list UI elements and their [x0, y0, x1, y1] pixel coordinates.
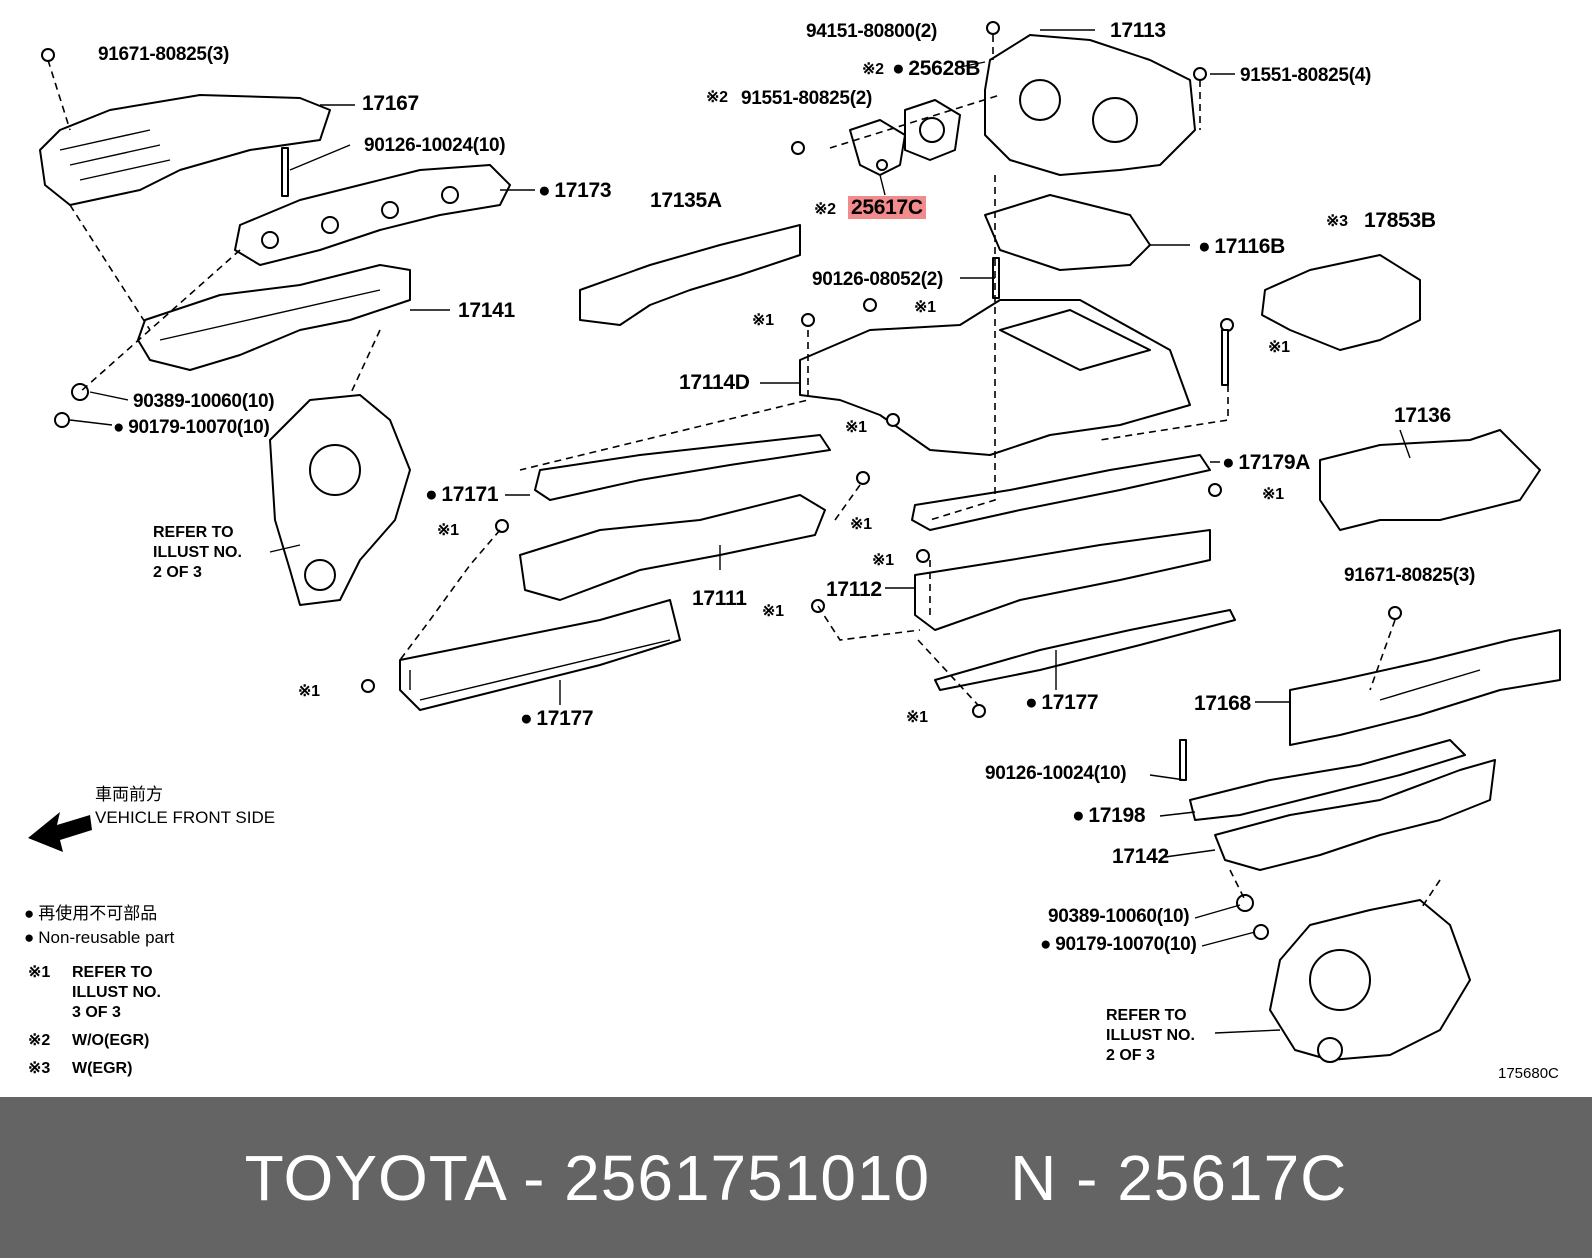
- label-17114D: 17114D: [679, 371, 750, 394]
- label-17142: 17142: [1112, 845, 1169, 868]
- mark-1-a: ※1: [914, 299, 936, 316]
- gasket-17177-right: [934, 609, 1236, 691]
- mark-1-h: ※1: [872, 552, 894, 569]
- mark-1-j: ※1: [298, 683, 320, 700]
- diagram-drawing: [28, 21, 1561, 1063]
- mark-1-g: ※1: [850, 516, 872, 533]
- label-90179-10070-b: 90179-10070(10): [1040, 935, 1197, 954]
- refer-right-line2: ILLUST NO.: [1106, 1027, 1195, 1044]
- label-17113: 17113: [1110, 19, 1166, 42]
- bracket-17135A: [579, 224, 801, 326]
- label-17179A: 17179A: [1222, 452, 1310, 473]
- leader-lines: [69, 29, 1411, 1034]
- label-17141: 17141: [458, 299, 515, 322]
- label-90126-10024-a: 90126-10024(10): [364, 135, 506, 156]
- label-90389-10060-b: 90389-10060(10): [1048, 906, 1190, 927]
- gasket-17198: [1189, 739, 1466, 821]
- mark-1-f: ※1: [437, 522, 459, 539]
- legend-note2: W/O(EGR): [72, 1032, 150, 1049]
- intake-pipe-17111: [519, 494, 826, 601]
- heat-insulator-17167: [39, 94, 331, 206]
- legend-note1: REFER TO ILLUST NO. 3 OF 3: [72, 963, 161, 1023]
- mark-1-e: ※1: [1262, 486, 1284, 503]
- insulator-17853B: [1261, 254, 1421, 351]
- footer-bar: TOYOTA - 2561751010 N - 25617C: [0, 1097, 1592, 1258]
- label-90126-10024-b: 90126-10024(10): [985, 763, 1127, 784]
- refer-left-line1: REFER TO: [153, 524, 234, 541]
- vehicle-front-en: VEHICLE FRONT SIDE: [95, 808, 276, 827]
- label-94151-80800: 94151-80800(2): [806, 21, 938, 42]
- legend-nonreuse-jp: 再使用不可部品: [24, 904, 157, 924]
- gasket-17179A: [911, 454, 1211, 531]
- refer-right-line1: REFER TO: [1106, 1007, 1187, 1024]
- footer-diagram-number: N - 25617C: [1010, 1141, 1348, 1214]
- label-17136: 17136: [1394, 404, 1451, 427]
- label-25617C-highlighted[interactable]: 25617C: [848, 196, 926, 219]
- legend-nonreuse-en: Non-reusable part: [24, 928, 174, 948]
- label-17111: 17111: [692, 587, 747, 610]
- refer-left-line2: ILLUST NO.: [153, 544, 242, 561]
- label-90389-10060-a: 90389-10060(10): [133, 391, 275, 412]
- exhaust-manifold-17142: [1214, 759, 1496, 871]
- mark-3-17853B: ※3: [1326, 213, 1348, 230]
- gasket-17116B: [984, 194, 1151, 271]
- vehicle-front-arrow: [28, 812, 92, 852]
- footer-part-number: TOYOTA - 2561751010: [244, 1141, 931, 1214]
- illustration-code: 175680C: [1498, 1065, 1559, 1082]
- refer-right-line3: 2 OF 3: [1106, 1047, 1155, 1064]
- label-17177-left: 17177: [520, 708, 593, 729]
- label-17173: 17173: [538, 180, 611, 201]
- refer-note-left: REFER TO ILLUST NO. 2 OF 3: [153, 523, 242, 583]
- throttle-body-17113: [984, 34, 1196, 176]
- gasket-17173: [234, 164, 511, 266]
- label-17171: 17171: [425, 484, 498, 505]
- mark-2-91551: ※2: [706, 89, 728, 106]
- label-17167: 17167: [362, 92, 419, 115]
- label-25628B: 25628B: [892, 58, 980, 79]
- label-17116B: 17116B: [1198, 236, 1285, 257]
- fasteners: [41, 21, 1402, 940]
- refer-left-line3: 2 OF 3: [153, 564, 202, 581]
- label-17853B: 17853B: [1364, 209, 1436, 232]
- legend-note3-mark: ※3: [28, 1060, 51, 1077]
- vehicle-front-jp: 車両前方: [95, 785, 163, 804]
- mark-1-i: ※1: [762, 603, 784, 620]
- egr-cover-25617C: [849, 119, 906, 176]
- insulator-17136: [1319, 429, 1541, 531]
- legend-note1-line3: 3 OF 3: [72, 1004, 121, 1021]
- mark-1-c: ※1: [1268, 339, 1290, 356]
- label-90179-10070-a: 90179-10070(10): [113, 418, 270, 437]
- parts-diagram: 91671-80825(3) 17167 90126-10024(10) 171…: [0, 0, 1592, 1097]
- gasket-17177-left: [399, 599, 681, 711]
- label-17198: 17198: [1072, 805, 1145, 826]
- exhaust-manifold-17141: [137, 264, 411, 371]
- heat-insulator-17168: [1289, 629, 1561, 746]
- legend-note1-line2: ILLUST NO.: [72, 984, 161, 1001]
- turbocharger-left: [269, 394, 411, 606]
- mark-1-d: ※1: [845, 419, 867, 436]
- label-90126-08052: 90126-08052(2): [812, 269, 944, 290]
- mark-2-25628B: ※2: [862, 61, 884, 78]
- legend-note3: W(EGR): [72, 1060, 133, 1077]
- label-17112: 17112: [826, 578, 882, 601]
- gasket-17171: [534, 434, 831, 501]
- mark-2-25617C: ※2: [814, 201, 836, 218]
- label-17168: 17168: [1194, 692, 1251, 715]
- label-91671-80825-a: 91671-80825(3): [98, 44, 230, 65]
- mark-1-k: ※1: [906, 709, 928, 726]
- label-17135A: 17135A: [650, 189, 722, 212]
- intake-pipe-17112: [914, 529, 1211, 631]
- refer-note-right: REFER TO ILLUST NO. 2 OF 3: [1106, 1006, 1195, 1066]
- assembly-lines: [47, 35, 1441, 911]
- label-17177-right: 17177: [1025, 692, 1098, 713]
- legend-note2-mark: ※2: [28, 1032, 51, 1049]
- mark-1-b: ※1: [752, 312, 774, 329]
- legend-note1-line1: REFER TO: [72, 964, 153, 981]
- label-91671-80825-b: 91671-80825(3): [1344, 565, 1476, 586]
- label-91551-80825-b: 91551-80825(4): [1240, 65, 1372, 86]
- label-91551-80825-a: 91551-80825(2): [741, 88, 873, 109]
- legend-note1-mark: ※1: [28, 964, 51, 981]
